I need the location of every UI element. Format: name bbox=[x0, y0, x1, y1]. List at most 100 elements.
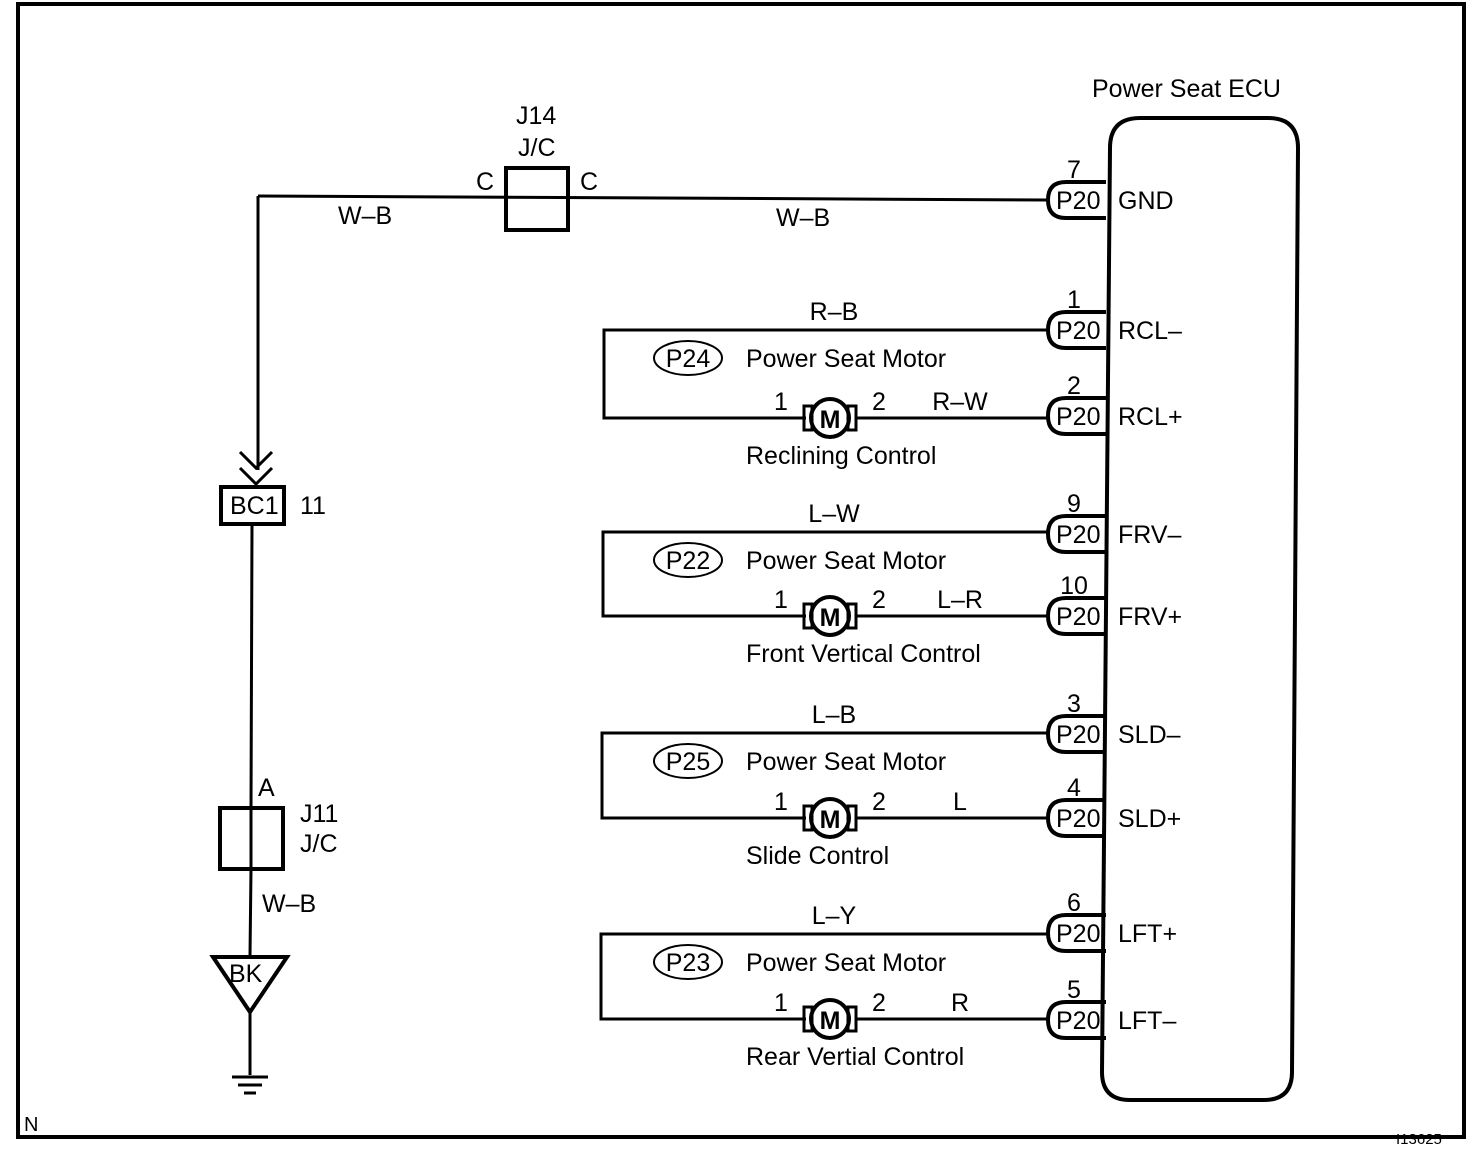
motor-pin-1: 1 bbox=[774, 388, 788, 416]
terminal-pin-number: 5 bbox=[1067, 976, 1081, 1004]
terminal-pin-number: 2 bbox=[1067, 372, 1081, 400]
motor-circuit: M P25 Power Seat Motor 1 2 L–B L Slide Control bbox=[600, 701, 1048, 870]
motor-function: Reclining Control bbox=[746, 442, 936, 470]
wire-color-top: L–W bbox=[808, 500, 860, 528]
wire-gnd-top bbox=[257, 194, 1049, 202]
wire-label-left: W–B bbox=[338, 202, 392, 230]
wire-color-bottom: R bbox=[951, 989, 969, 1017]
j14-left-pin: C bbox=[476, 168, 494, 196]
motor-title: Power Seat Motor bbox=[746, 547, 946, 575]
bc1-pin: 11 bbox=[300, 492, 326, 520]
terminal-pin-number: 1 bbox=[1067, 286, 1081, 314]
j14-right-pin: C bbox=[580, 168, 598, 196]
motor-symbol: M bbox=[820, 1007, 841, 1035]
bc1-id: BC1 bbox=[230, 492, 279, 520]
terminal-connector-id: P20 bbox=[1056, 1007, 1100, 1035]
terminal-name: RCL– bbox=[1118, 317, 1182, 345]
motor-symbol: M bbox=[820, 406, 841, 434]
motor-connector-oval bbox=[653, 944, 723, 980]
connector-capsule bbox=[1045, 514, 1106, 554]
j11-id: J11 bbox=[300, 800, 338, 828]
motor-connector-id: P23 bbox=[666, 949, 710, 977]
motor-pin-1: 1 bbox=[774, 788, 788, 816]
motor-icon bbox=[809, 998, 851, 1040]
motor-circuit: M P24 Power Seat Motor 1 2 R–B R–W Reclining Co… bbox=[602, 298, 1048, 470]
wire-color-bottom: L–R bbox=[937, 586, 983, 614]
ground-point-label: BK bbox=[229, 960, 263, 988]
motor-pin-2: 2 bbox=[872, 788, 886, 816]
motor-icon bbox=[809, 797, 851, 839]
wire-label-right: W–B bbox=[776, 204, 830, 232]
motor-connector-id: P24 bbox=[666, 345, 711, 373]
motor-pin-2: 2 bbox=[872, 586, 886, 614]
motor-connector-id: P22 bbox=[666, 547, 710, 575]
terminal-connector-id: P20 bbox=[1056, 317, 1100, 345]
motor-wire-loop bbox=[602, 328, 1048, 420]
j14-type: J/C bbox=[518, 134, 556, 162]
wire-j11-ground bbox=[248, 868, 253, 957]
motor-circuit: M P23 Power Seat Motor 1 2 L–Y R Rear Vertial C… bbox=[599, 902, 1048, 1071]
terminal-name: LFT+ bbox=[1118, 920, 1177, 948]
motor-function: Front Vertical Control bbox=[746, 640, 981, 668]
motor-icon bbox=[809, 397, 851, 439]
motor-function: Rear Vertial Control bbox=[746, 1043, 964, 1071]
wire-bc1-j11 bbox=[249, 523, 254, 809]
chevron-down-icon bbox=[238, 450, 274, 471]
terminal-connector-id: P20 bbox=[1056, 403, 1100, 431]
terminal-connector-id: P20 bbox=[1056, 603, 1100, 631]
motor-connector-oval bbox=[653, 743, 723, 779]
terminal-connector-id: P20 bbox=[1056, 920, 1100, 948]
connector-capsule bbox=[1045, 396, 1106, 436]
motor-title: Power Seat Motor bbox=[746, 748, 946, 776]
terminal-pin-number: 4 bbox=[1067, 774, 1081, 802]
wire-color-top: L–Y bbox=[812, 902, 857, 930]
terminal-connector-id: P20 bbox=[1056, 721, 1100, 749]
bc1-connector bbox=[219, 485, 286, 526]
motor-symbol: M bbox=[820, 806, 841, 834]
terminal-name: LFT– bbox=[1118, 1007, 1176, 1035]
motor-pin-2: 2 bbox=[872, 388, 886, 416]
ecu-body bbox=[1099, 116, 1301, 1102]
wire-label-bottom: W–B bbox=[262, 890, 316, 918]
motor-wire-loop bbox=[601, 530, 1048, 618]
j11-pin: A bbox=[258, 774, 275, 802]
j11-type: J/C bbox=[300, 830, 338, 858]
motor-connector-id: P25 bbox=[666, 748, 710, 776]
motor-pin-2: 2 bbox=[872, 989, 886, 1017]
ground-point-triangle bbox=[209, 955, 291, 1016]
terminal-name: FRV+ bbox=[1118, 603, 1182, 631]
wire-color-bottom: R–W bbox=[932, 388, 988, 416]
terminal-name: GND bbox=[1118, 187, 1174, 215]
wire-color-top: R–B bbox=[810, 298, 859, 326]
terminal-connector-id: P20 bbox=[1056, 187, 1100, 215]
terminal-name: SLD+ bbox=[1118, 805, 1181, 833]
diagram-frame bbox=[16, 2, 1466, 1139]
terminal-connector-id: P20 bbox=[1056, 805, 1100, 833]
figure-id: I13625 bbox=[1396, 1131, 1442, 1148]
wire-color-top: L–B bbox=[812, 701, 856, 729]
wire-color-bottom: L bbox=[953, 788, 967, 816]
chevron-down-icon bbox=[238, 466, 274, 487]
motor-pin-1: 1 bbox=[774, 989, 788, 1017]
ground-circuit: W–B W–B J14 J/C C C BC1 11 A J11 J/C W–B… bbox=[209, 102, 1049, 1095]
terminal-name: SLD– bbox=[1118, 721, 1181, 749]
motor-title: Power Seat Motor bbox=[746, 949, 946, 977]
motor-wire-loop bbox=[600, 731, 1048, 820]
ground-icon bbox=[232, 1075, 268, 1095]
motor-pin-1: 1 bbox=[774, 586, 788, 614]
motor-title: Power Seat Motor bbox=[746, 345, 946, 373]
motor-connector-oval bbox=[653, 340, 723, 376]
motor-function: Slide Control bbox=[746, 842, 889, 870]
motor-connector-oval bbox=[653, 542, 723, 578]
